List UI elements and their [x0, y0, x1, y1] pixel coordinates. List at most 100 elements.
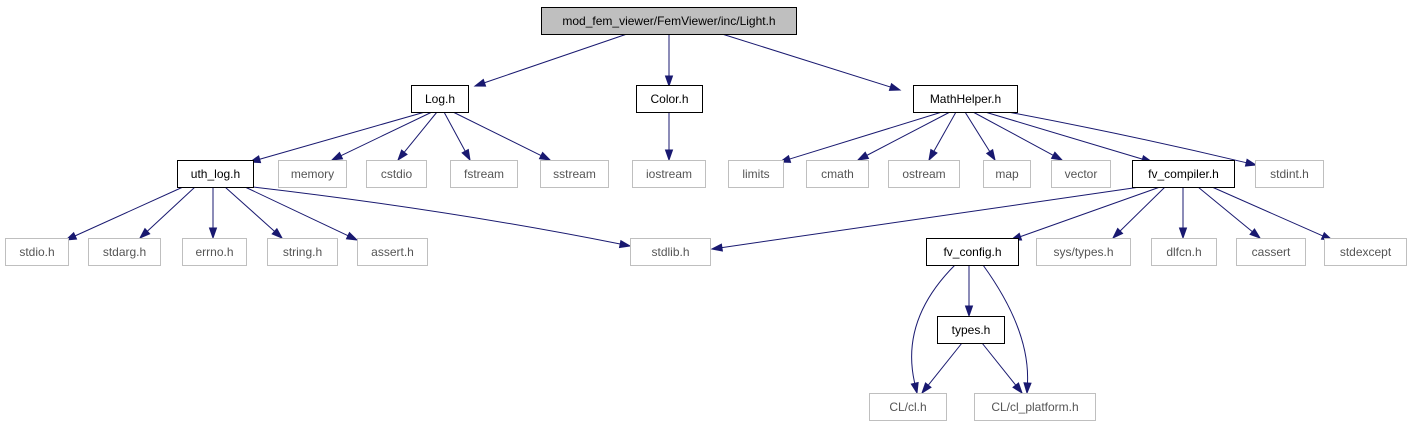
node-box	[1236, 238, 1306, 266]
arrowhead-mathhelper-to-ostream	[928, 148, 938, 162]
edge-line	[972, 111, 1054, 156]
node-sstream: sstream	[540, 160, 609, 188]
node-stdio: stdio.h	[5, 238, 69, 266]
edge-line	[866, 111, 951, 156]
node-box	[806, 160, 869, 188]
edge-uth_log-to-stdarg	[138, 186, 196, 240]
node-types[interactable]: types.h	[937, 316, 1005, 344]
edge-mathhelper-to-stdint	[1007, 111, 1258, 167]
node-box	[411, 85, 469, 113]
node-label: memory	[291, 167, 334, 181]
node-color[interactable]: Color.h	[636, 85, 703, 113]
node-log[interactable]: Log.h	[411, 85, 469, 113]
arrowhead-log-to-fstream	[461, 148, 471, 162]
node-ostream: ostream	[888, 160, 960, 188]
edge-fv_compiler-to-dlfcn	[1178, 187, 1188, 240]
node-label: string.h	[283, 245, 322, 259]
edge-log-to-fstream	[443, 111, 471, 162]
node-uth-log[interactable]: uth_log.h	[177, 160, 254, 188]
edge-line	[224, 186, 275, 232]
edge-fv_config-to-types	[964, 265, 974, 318]
edge-uth_log-to-string	[224, 186, 284, 240]
node-clplatform: CL/cl_platform.h	[974, 393, 1096, 421]
node-label: limits	[742, 167, 769, 181]
node-cstdio: cstdio	[366, 160, 427, 188]
edge-types-to-clcl	[921, 342, 963, 395]
edge-mathhelper-to-limits	[778, 111, 943, 163]
node-box	[357, 238, 428, 266]
edge-line	[933, 111, 957, 152]
nodes: mod_fem_viewer/FemViewer/inc/Light.hLog.…	[5, 7, 1407, 421]
node-label: ostream	[902, 167, 945, 181]
node-fv-config[interactable]: fv_config.h	[926, 238, 1019, 266]
edge-line	[340, 111, 433, 157]
node-box	[913, 85, 1018, 113]
node-assert: assert.h	[357, 238, 428, 266]
edge-line	[403, 111, 438, 153]
node-clcl: CL/cl.h	[869, 393, 947, 421]
edge-uth_log-to-stdlib	[252, 186, 632, 249]
node-box	[450, 160, 518, 188]
node-label: Log.h	[425, 92, 455, 106]
arrowhead-fv_config-to-clplatform	[1023, 382, 1032, 395]
edge-line	[1211, 186, 1324, 237]
arrowhead-types-to-clplatform	[1012, 382, 1023, 395]
arrowhead-fv_config-to-types	[964, 305, 974, 318]
arrowhead-mathhelper-to-cmath	[856, 151, 870, 161]
arrowhead-light-to-mathhelper	[888, 82, 902, 91]
arrowhead-uth_log-to-stdlib	[618, 239, 632, 249]
node-label: cmath	[821, 167, 854, 181]
edge-line	[984, 111, 1143, 160]
edge-mathhelper-to-fv_compiler	[984, 111, 1154, 164]
node-box	[366, 160, 427, 188]
node-label: iostream	[646, 167, 692, 181]
node-box	[5, 238, 69, 266]
node-light[interactable]: mod_fem_viewer/FemViewer/inc/Light.h	[541, 7, 797, 35]
edge-line	[1007, 111, 1247, 164]
edge-line	[74, 186, 184, 237]
node-label: vector	[1065, 167, 1098, 181]
node-label: fv_config.h	[943, 245, 1001, 259]
edge-log-to-memory	[330, 111, 433, 161]
node-box	[983, 160, 1031, 188]
node-box	[1255, 160, 1324, 188]
edge-color-to-iostream	[664, 112, 674, 162]
node-label: types.h	[952, 323, 991, 337]
node-box	[541, 7, 797, 35]
node-fstream: fstream	[450, 160, 518, 188]
edge-light-to-color	[664, 34, 674, 88]
edge-fv_config-to-clplatform	[982, 264, 1032, 395]
arrowhead-light-to-log	[473, 78, 487, 87]
edge-log-to-cstdio	[397, 111, 438, 162]
node-mathhelper[interactable]: MathHelper.h	[913, 85, 1018, 113]
arrowhead-uth_log-to-errno	[208, 227, 218, 240]
node-label: stdint.h	[1270, 167, 1309, 181]
node-box	[728, 160, 784, 188]
arrowhead-log-to-memory	[330, 151, 344, 161]
node-box	[937, 316, 1005, 344]
node-limits: limits	[728, 160, 784, 188]
node-label: map	[995, 167, 1019, 181]
edge-fv_compiler-to-stdlib	[710, 186, 1141, 252]
node-label: stdexcept	[1340, 245, 1392, 259]
node-box	[869, 393, 947, 421]
edge-line	[721, 33, 891, 88]
node-box	[1132, 160, 1235, 188]
node-stdarg: stdarg.h	[88, 238, 161, 266]
node-label: cassert	[1252, 245, 1291, 259]
arrowhead-fv_compiler-to-stdlib	[710, 243, 723, 252]
edge-uth_log-to-errno	[208, 187, 218, 240]
node-label: assert.h	[371, 245, 414, 259]
edge-line	[252, 186, 621, 245]
node-label: CL/cl.h	[889, 400, 926, 414]
edge-fv_compiler-to-cassert	[1197, 186, 1262, 239]
arrowhead-types-to-clcl	[921, 382, 932, 395]
edge-line	[1197, 186, 1253, 233]
node-fv-compiler[interactable]: fv_compiler.h	[1132, 160, 1235, 188]
arrowhead-mathhelper-to-stdint	[1244, 158, 1258, 167]
node-stdlib: stdlib.h	[630, 238, 711, 266]
edge-line	[259, 111, 426, 160]
node-box	[182, 238, 247, 266]
arrowhead-light-to-color	[664, 75, 674, 88]
node-label: cstdio	[381, 167, 413, 181]
